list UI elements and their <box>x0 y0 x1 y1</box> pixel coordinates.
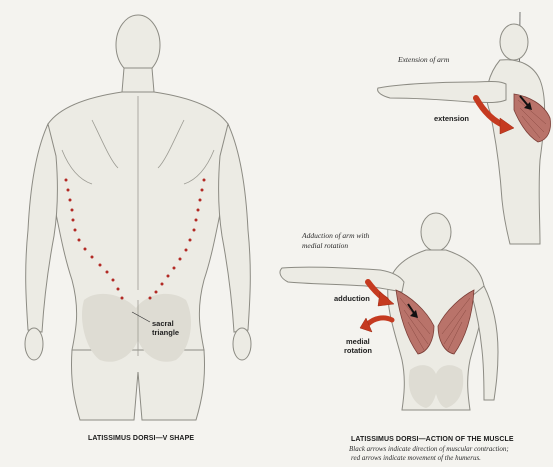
sacral-label-line1: sacral <box>152 319 174 328</box>
extension-italic-label: Extension of arm <box>397 55 450 64</box>
left-back-contour <box>61 149 93 185</box>
extension-red-arrowhead <box>499 117 515 135</box>
right-back-contour <box>183 149 215 185</box>
right-caption: LATISSIMUS DORSI—ACTION OF THE MUSCLE <box>351 436 514 443</box>
adduction-black-arrowhead <box>410 310 418 318</box>
right-arm <box>218 122 251 333</box>
buttocks <box>81 293 191 362</box>
neck <box>121 67 155 93</box>
right-scapula-line <box>157 119 185 169</box>
head <box>115 14 161 76</box>
small-left-latissimus <box>395 289 435 355</box>
adduction-red-arrowhead <box>377 291 395 307</box>
small-outstretched-arm <box>279 266 405 293</box>
side-head <box>499 23 529 61</box>
small-head <box>420 212 452 252</box>
small-right-arm <box>471 285 499 401</box>
left-caption: LATISSIMUS DORSI—V SHAPE <box>88 435 194 442</box>
left-hand <box>24 327 44 361</box>
right-caption-note-line2: red arrows indicate movement of the hume… <box>351 454 481 462</box>
adduction-italic-label-line2: medial rotation <box>302 241 348 250</box>
adduction-italic-label-line1: Adduction of arm with <box>301 231 370 240</box>
medial-rotation-label-line2: rotation <box>344 346 372 355</box>
back-view-figure: sacral triangle LATISSIMUS DORSI—V SHAPE <box>24 14 252 442</box>
sacral-label-line2: triangle <box>152 328 179 337</box>
adduction-label: adduction <box>334 294 370 303</box>
side-latissimus-muscle <box>513 93 551 143</box>
left-arm <box>25 122 58 333</box>
legs <box>71 349 205 421</box>
side-black-arrowhead <box>524 102 532 110</box>
right-hand <box>232 327 252 361</box>
right-caption-note-line1: Black arrows indicate direction of muscu… <box>349 445 509 453</box>
extension-label: extension <box>434 114 469 123</box>
left-scapula-line <box>91 119 119 169</box>
medial-rotation-label-line1: medial <box>346 337 370 346</box>
extension-figure: Extension of arm extension <box>377 11 551 245</box>
sacral-pointer-line <box>131 311 151 323</box>
small-right-latissimus <box>437 289 475 355</box>
small-buttocks <box>408 365 464 408</box>
rotation-red-arrow <box>365 315 395 327</box>
side-arm <box>377 81 507 103</box>
rotation-red-arrowhead <box>359 317 373 333</box>
v-shape-dotted-outline <box>64 178 206 300</box>
side-muscle-fibers <box>517 99 547 139</box>
adduction-figure: Adduction of arm with medial rotation ad… <box>279 212 514 462</box>
